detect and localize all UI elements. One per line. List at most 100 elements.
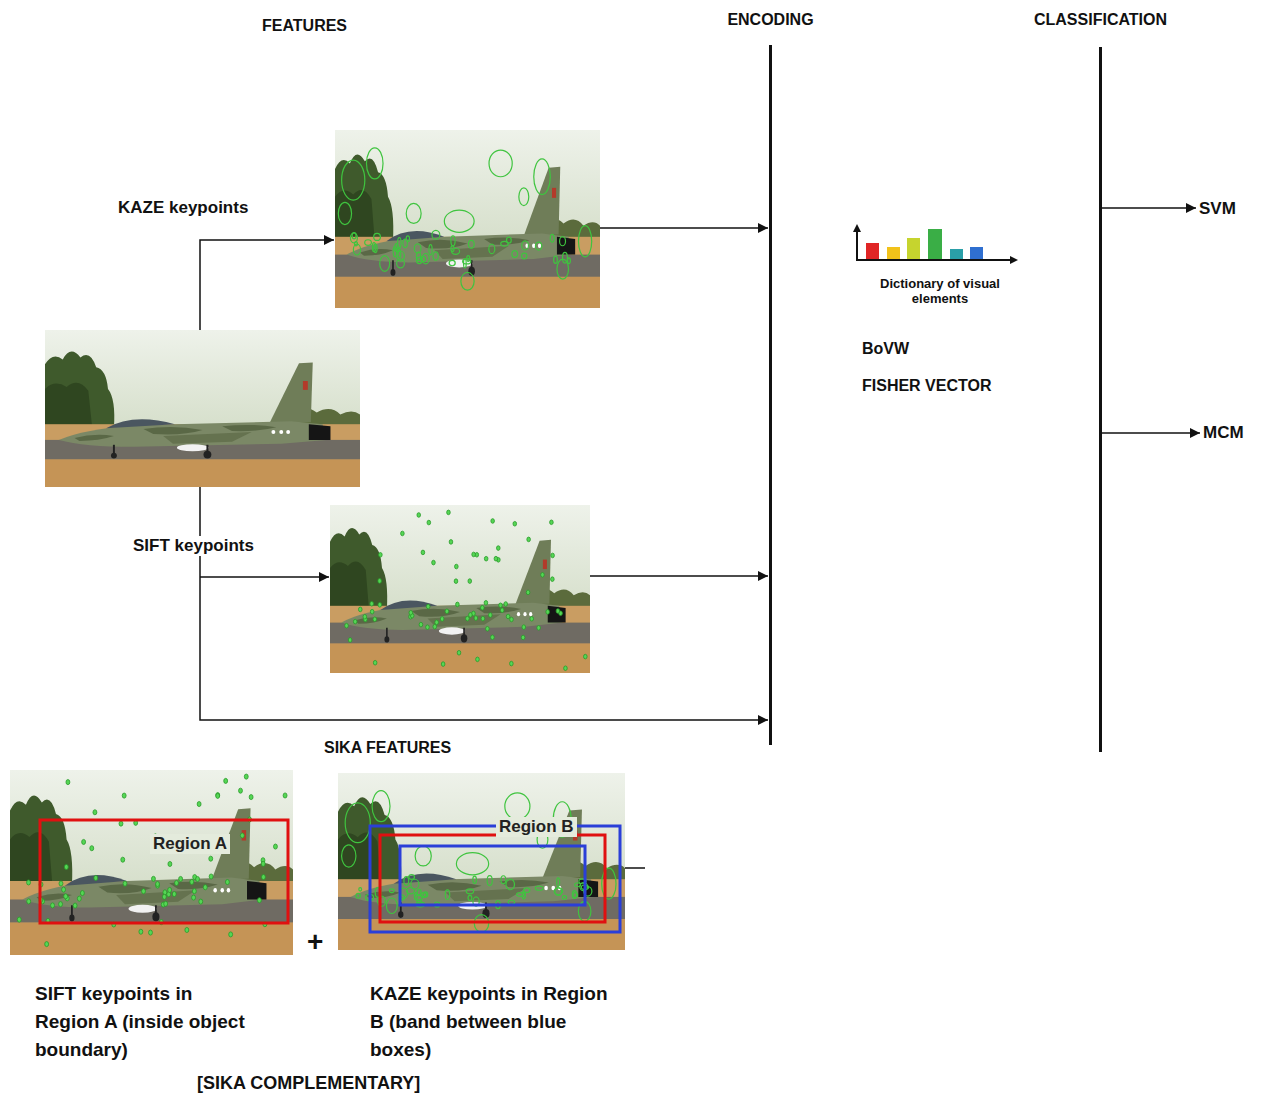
flow-arrow (200, 240, 334, 330)
keypoint-dot (196, 877, 200, 882)
icon-caption: Dictionary of visual elements (875, 276, 1005, 306)
keypoint-ellipse (386, 898, 397, 913)
keypoint-dot (378, 603, 382, 608)
keypoint-ellipse (374, 233, 381, 240)
flow-arrow (1102, 207, 1196, 209)
keypoint-dot (494, 556, 498, 561)
keypoint-dot (441, 662, 445, 667)
region-box (40, 820, 288, 923)
keypoint-dot (419, 622, 423, 627)
keypoint-dot (209, 874, 213, 879)
keypoint-dot (489, 613, 493, 618)
keypoint-dot (358, 607, 362, 612)
keypoint-dot (209, 856, 213, 861)
encoding-name: BoVW (862, 340, 909, 358)
keypoint-dot (274, 844, 278, 849)
keypoint-dot (82, 839, 86, 844)
keypoint-dot (499, 603, 503, 608)
keypoint-dot (466, 616, 470, 621)
keypoint-dot (457, 650, 461, 655)
keypoint-dot (149, 930, 153, 935)
keypoint-ellipse (342, 845, 356, 867)
keypoint-ellipse (468, 895, 472, 900)
keypoint-dot (474, 616, 478, 621)
keypoint-dot (504, 602, 508, 607)
tick-line (625, 867, 645, 869)
histogram-icon (853, 224, 1018, 264)
keypoint-ellipse (366, 148, 383, 179)
column-heading: FEATURES (262, 17, 347, 35)
keypoint-dot (192, 889, 196, 894)
keypoint-dot (152, 876, 156, 881)
keypoint-dot (64, 864, 68, 869)
sift-keypoint-image (330, 505, 590, 673)
encoding-name: FISHER VECTOR (862, 377, 992, 395)
keypoint-dot (433, 624, 437, 629)
keypoint-dot (353, 619, 357, 624)
keypoint-dot (168, 861, 172, 866)
keypoint-ellipse (519, 188, 529, 206)
keypoint-dot (401, 531, 405, 536)
keypoint-ellipse (350, 233, 357, 243)
keypoint-dot (421, 550, 425, 555)
keypoint-dot (199, 899, 203, 904)
keypoint-dot (192, 895, 196, 900)
keypoint-ellipse (404, 877, 409, 886)
keypoint-dot (564, 666, 568, 671)
keypoint-ellipse (456, 853, 488, 875)
region-b-image: Region BKAZE keypoints in Region B (band… (338, 773, 625, 950)
keypoint-ellipse (372, 243, 375, 252)
keypoint-ellipse (421, 256, 426, 261)
keypoint-dot (373, 660, 377, 665)
keypoint-dot (481, 605, 485, 610)
keypoint-dot (363, 614, 367, 619)
keypoint-dot (179, 876, 183, 881)
classifier-name: MCM (1201, 422, 1246, 444)
keypoint-ellipse (409, 875, 415, 880)
keypoint-dot (261, 861, 265, 866)
keypoint-dot (240, 833, 244, 838)
keypoint-dot (51, 903, 55, 908)
keypoint-ellipse (562, 896, 566, 900)
keypoint-dot (262, 875, 266, 880)
keypoint-dot (373, 617, 377, 622)
keypoint-ellipse (380, 256, 390, 272)
node-label: Region B (496, 817, 577, 837)
keypoint-dot (541, 573, 545, 578)
keypoint-dot (77, 896, 81, 901)
keypoint-ellipse (554, 888, 562, 895)
keypoint-ellipse (403, 239, 407, 247)
keypoint-dot (449, 540, 453, 545)
keypoint-dot (584, 654, 588, 659)
keypoint-ellipse (550, 234, 554, 242)
keypoint-ellipse (554, 256, 558, 263)
keypoint-ellipse (338, 202, 351, 224)
classifier-name: SVM (1197, 198, 1238, 220)
keypoint-dot (122, 793, 126, 798)
keypoint-ellipse (534, 159, 551, 195)
keypoint-dot (139, 929, 143, 934)
keypoint-dot (526, 590, 530, 595)
keypoint-dot (142, 889, 146, 894)
keypoint-dot (435, 620, 439, 625)
keypoint-dot (257, 898, 261, 903)
keypoint-dot (175, 880, 179, 885)
keypoint-ellipse (557, 878, 560, 886)
keypoint-ellipse (449, 260, 455, 265)
keypoint-dot (551, 577, 555, 582)
keypoint-dot (197, 801, 201, 806)
keypoint-ellipse (353, 244, 360, 255)
method-name: [SIKA COMPLEMENTARY] (197, 1073, 420, 1094)
keypoint-ellipse (345, 803, 370, 843)
kaze-keypoint-image: KAZE keypoints (335, 130, 600, 308)
keypoint-ellipse (506, 237, 511, 243)
keypoint-dot (90, 846, 94, 851)
keypoint-dot (521, 635, 525, 640)
keypoint-ellipse (568, 258, 571, 264)
keypoint-ellipse (563, 252, 568, 263)
keypoint-dot (345, 623, 349, 628)
node-label: MCM (1203, 423, 1244, 443)
keypoint-dot (378, 579, 382, 584)
keypoint-ellipse (535, 242, 541, 250)
keypoint-dot (225, 880, 229, 885)
